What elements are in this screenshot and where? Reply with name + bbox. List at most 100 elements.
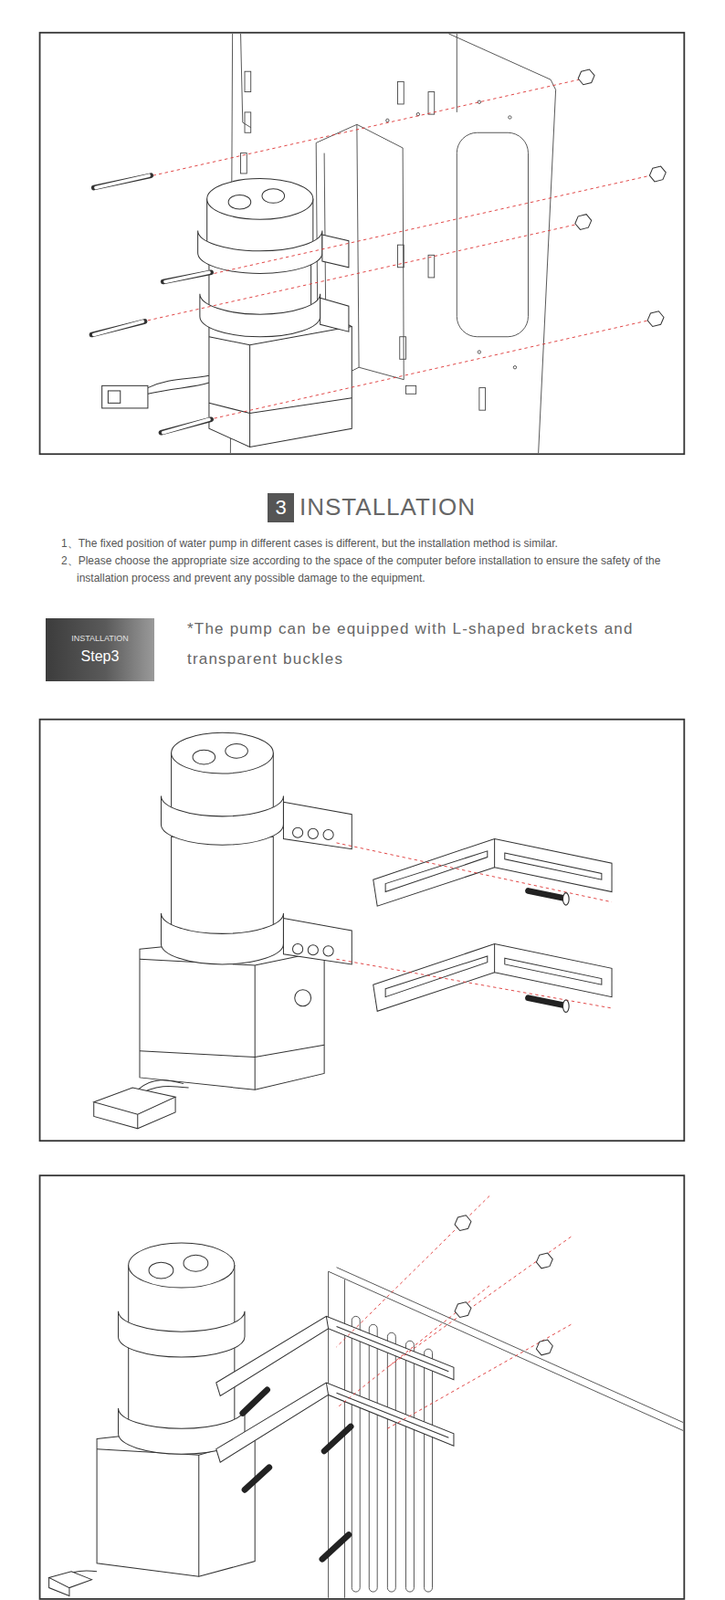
water-pump [160,796,284,846]
screw [242,1389,351,1559]
water-pump [183,1254,209,1272]
case-plate [456,132,528,337]
water-pump [96,1438,255,1577]
water-pump [225,744,249,759]
case-plate [513,366,516,369]
section-title: INSTALLATION [299,492,476,522]
hex-nut [575,69,666,327]
case-plate [508,115,512,119]
water-pump [293,944,304,955]
case-plate [399,336,407,360]
screw [92,175,212,433]
water-pump [294,989,312,1007]
screw [94,175,210,433]
water-pump [283,918,352,965]
case-plate [241,153,248,174]
leader-line [336,842,613,1009]
connector-cable [94,1080,190,1129]
panel-frame [40,32,685,454]
case-plate [424,1348,433,1592]
case-plate [244,112,252,133]
screw [92,175,212,433]
water-pump [323,829,334,840]
l-bracket [216,1315,454,1396]
case-plate [328,1267,684,1598]
water-pump [283,801,352,849]
hex-nut [535,1339,553,1356]
hex-nut [454,1302,472,1318]
case-plate [398,81,405,105]
screw [527,890,569,1012]
case-plate [405,1340,414,1592]
hex-nut [647,311,664,327]
case-plate [479,388,486,411]
leader-line [336,1196,572,1429]
l-bracket [373,838,612,906]
water-pump [148,1261,174,1279]
note-text: 2、Please choose the appropriate size acc… [76,552,684,588]
water-pump [320,297,349,332]
water-pump [160,913,284,965]
panel-frame [40,32,685,1599]
water-pump [171,732,274,774]
connector-cable [107,390,120,403]
leader-line [147,79,652,419]
screw [92,175,212,433]
step-number: Step3 [81,647,120,666]
water-pump [198,178,353,448]
panel-frame [40,1175,685,1599]
l-bracket [373,838,612,1011]
case-plate [244,71,252,92]
l-bracket [216,1382,454,1462]
hex-nut [454,1215,553,1356]
case-plate [387,1332,396,1592]
leader-line [336,1196,572,1429]
section-number: 3 [274,494,286,521]
hex-nut [575,214,592,231]
connector-cable [147,375,210,394]
hex-nut [577,69,595,85]
case-plate [416,112,420,116]
step-caption: INSTALLATION [71,633,129,644]
water-pump [139,732,352,1090]
water-pump [307,828,318,839]
leader-line [147,79,652,419]
l-bracket [373,944,612,1012]
case-plate [386,118,389,122]
connector-cable [94,1087,176,1129]
water-pump [192,749,216,765]
case-plate [405,385,416,394]
case-plate [428,92,435,116]
l-bracket [385,956,602,998]
connector-cable [102,375,210,409]
step-badge: INSTALLATION Step3 [45,618,155,682]
case-plate [368,1323,378,1592]
hex-nut [454,1215,472,1231]
water-pump [323,945,334,957]
l-bracket [336,1326,450,1439]
case-plate [351,1315,360,1592]
water-pump [207,178,314,221]
l-bracket [385,851,602,893]
water-pump [199,294,321,337]
screw [94,175,210,433]
screw [562,999,569,1012]
connector-cable [102,385,148,409]
water-pump [322,234,349,268]
feature-note: *The pump can be equipped with L-shaped … [187,613,688,674]
water-pump [139,950,325,1090]
leader-line [336,842,613,1009]
screw [242,1389,351,1559]
case-plate [328,1267,684,1598]
connector-cable [49,1570,97,1597]
water-pump [128,1242,235,1288]
water-pump [118,1311,245,1357]
water-pump [293,827,304,838]
screw [562,893,569,905]
hex-nut [649,166,666,182]
hex-nut [535,1252,553,1269]
case-plate [428,254,435,278]
water-pump [262,189,285,204]
water-pump [307,945,318,956]
